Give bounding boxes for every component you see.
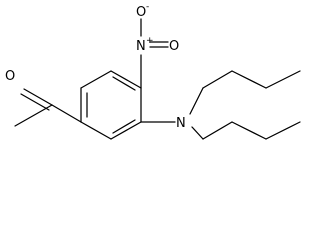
carbonyl-double-bond [20, 93, 50, 111]
nitro-right-oxygen-label: O [169, 39, 179, 54]
dibutylamino-group: N [140, 70, 301, 140]
lower-butyl-bond [231, 121, 267, 140]
ring-bond [80, 70, 112, 89]
upper-butyl-bond [202, 70, 233, 89]
ring-bond [80, 121, 112, 140]
carbonyl-oxygen-label: O [5, 69, 15, 84]
nitro-top-oxygen-charge: - [146, 2, 149, 12]
nitro-nitrogen-charge: + [146, 36, 154, 46]
acetyl-group: O [5, 69, 82, 127]
benzene-ring [80, 70, 142, 140]
ring-bond [110, 70, 142, 89]
upper-butyl-bond [189, 87, 204, 115]
amine-nitrogen-label: N [176, 116, 186, 131]
ring-to-carbonyl-bond [51, 104, 82, 123]
lower-butyl-bond [191, 126, 204, 140]
upper-butyl-bond [265, 70, 301, 89]
nitro-nitrogen-label: N [136, 39, 146, 54]
nitro-top-oxygen-label: O [136, 5, 146, 20]
lower-butyl-bond [265, 121, 301, 140]
ring-bond [110, 121, 142, 140]
nitro-group: N + O - O [136, 2, 179, 89]
ring-double-bond [112, 119, 136, 134]
carbonyl-double-bond [23, 88, 53, 106]
ring-double-bond [112, 76, 136, 91]
upper-butyl-bond [231, 70, 267, 89]
chemical-structure-diagram: O N + O - O N [5, 2, 301, 140]
lower-butyl-bond [202, 121, 233, 140]
